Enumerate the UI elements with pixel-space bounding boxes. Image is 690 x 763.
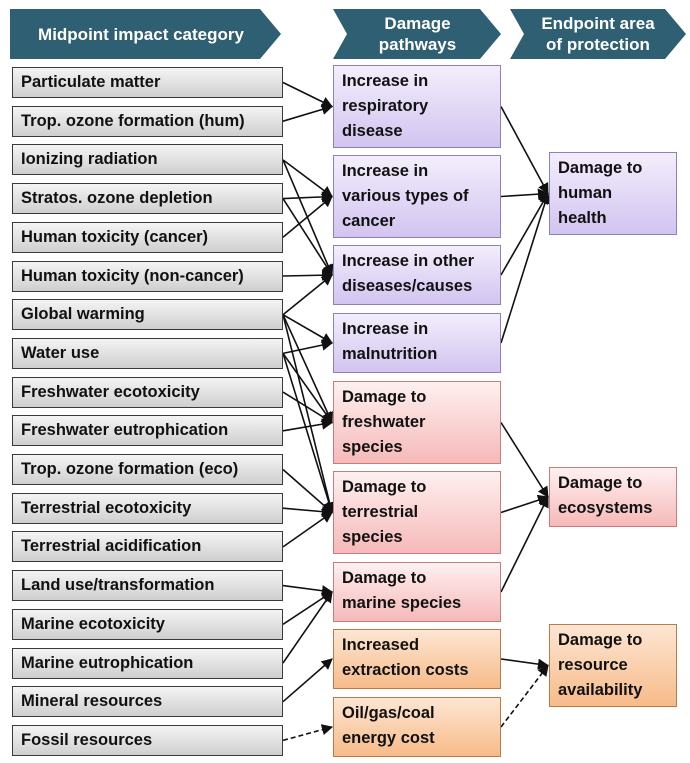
arrow-mid-to-pathway (282, 159, 333, 198)
midpoint-box: Freshwater eutrophication (12, 415, 283, 447)
arrow-pathway-to-endpoint-dashed (500, 664, 549, 728)
endpoint-box: Damage to resource availability (549, 624, 677, 707)
arrow-mid-to-pathway (282, 191, 334, 203)
arrow-mid-to-pathway (282, 314, 336, 514)
pathway-box: Damage to freshwater species (333, 381, 501, 464)
arrow-mid-to-pathway (282, 81, 334, 108)
midpoint-box: Terrestrial acidification (12, 531, 283, 563)
arrow-mid-to-pathway (282, 352, 333, 424)
midpoint-box: Marine ecotoxicity (12, 608, 283, 640)
header-midpoint-shape (10, 9, 281, 59)
header-damage-label: Damage pathways (378, 14, 457, 54)
midpoint-box: Particulate matter (12, 67, 283, 98)
arrow-mid-to-pathway (282, 195, 333, 238)
arrow-mid-to-pathway (282, 511, 333, 548)
midpoint-box: Stratos. ozone depletion (12, 183, 283, 215)
arrow-mid-to-pathway (282, 418, 334, 432)
midpoint-box: Human toxicity (cancer) (12, 221, 283, 253)
pathway-box: Damage to terrestrial species (333, 471, 501, 554)
header-midpoint-label: Midpoint impact category (38, 24, 244, 44)
arrow-pathway-to-endpoint (500, 188, 550, 200)
arrow-mid-to-pathway (282, 506, 334, 518)
header-damage: Damage pathways (345, 9, 490, 59)
arrow-mid-to-pathway (282, 104, 334, 122)
arrow-pathway-to-endpoint (500, 106, 549, 195)
pathway-box: Increase in respiratory disease (333, 65, 501, 148)
arrow-pathway-to-endpoint (500, 422, 549, 498)
arrow-mid-to-pathway (282, 274, 333, 316)
midpoint-box: Fossil resources (12, 724, 283, 756)
pathway-box: Increased extraction costs (333, 629, 501, 689)
arrow-pathway-to-endpoint (500, 658, 550, 670)
arrow-mid-to-pathway (282, 468, 333, 514)
arrow-mid-to-pathway (282, 198, 333, 276)
midpoint-box: Ionizing radiation (12, 144, 283, 176)
header-damage-shape (333, 9, 501, 59)
arrow-mid-to-pathway (282, 339, 334, 355)
header-midpoint: Midpoint impact category (12, 9, 270, 59)
pathway-box: Increase in various types of cancer (333, 155, 501, 238)
arrow-mid-to-pathway-dashed (282, 724, 334, 742)
midpoint-box: Marine eutrophication (12, 647, 283, 679)
arrow-mid-to-pathway (282, 314, 333, 424)
pathway-box: Damage to marine species (333, 562, 501, 622)
midpoint-box: Trop. ozone formation (hum) (12, 105, 283, 137)
endpoint-box: Damage to human health (549, 152, 677, 235)
midpoint-box: Mineral resources (12, 686, 283, 718)
arrow-mid-to-pathway (282, 391, 333, 424)
arrow-pathway-to-endpoint (500, 192, 551, 344)
arrow-mid-to-pathway (282, 658, 333, 703)
pathway-box: Increase in other diseases/causes (333, 245, 501, 305)
header-endpoint-label: Endpoint area of protection (541, 14, 655, 54)
header-endpoint: Endpoint area of protection (522, 9, 674, 59)
midpoint-box: Water use (12, 337, 283, 369)
header-endpoint-shape (510, 9, 686, 59)
arrow-mid-to-pathway (282, 584, 334, 597)
midpoint-box: Trop. ozone formation (eco) (12, 454, 283, 485)
arrow-mid-to-pathway (282, 591, 333, 625)
arrow-mid-to-pathway (282, 269, 334, 281)
midpoint-box: Land use/transformation (12, 570, 283, 602)
arrow-pathway-to-endpoint (500, 495, 549, 593)
endpoint-box: Damage to ecosystems (549, 467, 677, 527)
midpoint-box: Terrestrial ecotoxicity (12, 492, 283, 524)
link-layer (282, 81, 551, 742)
midpoint-box: Human toxicity (non-cancer) (12, 260, 283, 292)
arrow-pathway-to-endpoint (500, 192, 549, 276)
arrow-mid-to-pathway (282, 591, 333, 664)
pathway-box: Increase in malnutrition (333, 313, 501, 373)
arrow-mid-to-pathway (282, 314, 333, 344)
midpoint-box: Freshwater ecotoxicity (12, 376, 283, 408)
midpoint-box: Global warming (12, 299, 283, 331)
pathway-box: Oil/gas/coal energy cost (333, 697, 501, 757)
arrow-mid-to-pathway (282, 353, 335, 514)
